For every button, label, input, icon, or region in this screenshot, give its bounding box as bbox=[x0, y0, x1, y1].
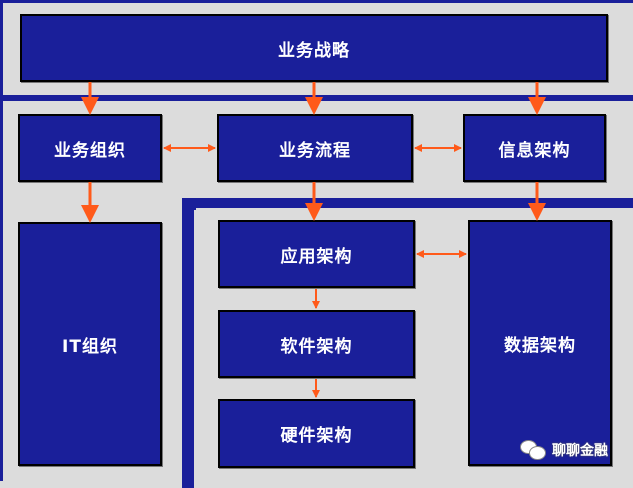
it-org-box: IT组织 bbox=[18, 222, 162, 466]
business-strategy-box: 业务战略 bbox=[20, 14, 608, 82]
business-org-box: 业务组织 bbox=[18, 114, 162, 182]
data-arch-box: 数据架构 bbox=[468, 220, 612, 466]
hardware-arch-box: 硬件架构 bbox=[218, 399, 415, 468]
business-process-box: 业务流程 bbox=[217, 114, 413, 182]
watermark-label: 聊聊金融 bbox=[552, 443, 608, 459]
wechat-icon bbox=[520, 440, 546, 460]
top-border bbox=[0, 0, 633, 3]
watermark: 聊聊金融 bbox=[520, 440, 608, 460]
left-border bbox=[0, 0, 3, 481]
info-arch-box: 信息架构 bbox=[463, 114, 606, 182]
it-architecture-frame bbox=[182, 198, 633, 488]
app-arch-box: 应用架构 bbox=[218, 220, 415, 288]
software-arch-box: 软件架构 bbox=[218, 310, 415, 378]
